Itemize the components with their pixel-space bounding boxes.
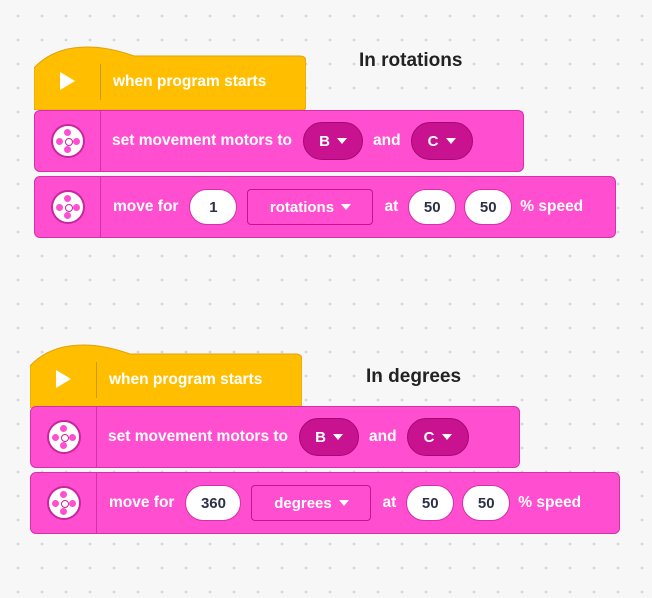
caret-down-icon <box>336 138 347 144</box>
unit-value: degrees <box>274 494 332 512</box>
port-dropdown-2[interactable]: C <box>410 122 473 160</box>
divider <box>100 64 101 100</box>
move-for-block[interactable]: move for 1 rotations at 50 50 % speed <box>34 176 616 238</box>
and-text: and <box>373 132 401 149</box>
unit-value: rotations <box>269 198 335 216</box>
icon-area <box>35 177 101 237</box>
and-text: and <box>369 428 397 445</box>
block-text: move for <box>113 198 179 215</box>
hat-label: when program starts <box>109 371 263 388</box>
program-degrees: In degrees when program starts set movem… <box>30 338 652 598</box>
divider <box>96 362 97 398</box>
motor-icon <box>50 190 85 224</box>
play-icon <box>56 370 71 388</box>
program-rotations: In rotations when program starts set mov… <box>34 40 652 300</box>
play-icon <box>60 72 75 90</box>
unit-dropdown[interactable]: rotations <box>247 189 374 225</box>
caret-down-icon <box>341 204 352 210</box>
speed-right-input[interactable]: 50 <box>464 189 513 225</box>
when-program-starts-block[interactable]: when program starts <box>30 338 302 408</box>
speed-right-input[interactable]: 50 <box>462 485 511 521</box>
unit-dropdown[interactable]: degrees <box>251 485 372 521</box>
icon-area <box>31 473 97 533</box>
port-value: B <box>315 428 326 446</box>
speed-left-input[interactable]: 50 <box>408 189 457 225</box>
motor-icon <box>46 486 81 520</box>
icon-area <box>31 407 97 467</box>
block-text: set movement motors to <box>108 428 289 445</box>
comment-note: In rotations <box>359 50 463 71</box>
speed-text: % speed <box>520 198 584 215</box>
hat-label: when program starts <box>113 73 267 90</box>
port-value: B <box>319 132 330 150</box>
move-for-block[interactable]: move for 360 degrees at 50 50 % speed <box>30 472 620 534</box>
caret-down-icon <box>332 434 343 440</box>
port-dropdown-2[interactable]: C <box>406 418 469 456</box>
icon-area <box>35 111 101 171</box>
comment-note: In degrees <box>366 366 462 387</box>
port-dropdown-1[interactable]: B <box>303 122 364 160</box>
set-movement-motors-block[interactable]: set movement motors to B and C <box>34 110 524 172</box>
port-value: C <box>427 132 439 150</box>
block-text: move for <box>109 494 175 511</box>
amount-input[interactable]: 1 <box>189 189 238 225</box>
motor-icon <box>46 420 81 454</box>
caret-down-icon <box>445 138 456 144</box>
speed-text: % speed <box>518 494 582 511</box>
port-value: C <box>423 428 435 446</box>
when-program-starts-block[interactable]: when program starts <box>34 40 306 110</box>
set-movement-motors-block[interactable]: set movement motors to B and C <box>30 406 520 468</box>
hat-block-shape <box>34 46 306 110</box>
at-text: at <box>384 198 399 215</box>
motor-icon <box>50 124 85 158</box>
caret-down-icon <box>338 500 349 506</box>
amount-input[interactable]: 360 <box>185 485 242 521</box>
speed-left-input[interactable]: 50 <box>406 485 455 521</box>
at-text: at <box>382 494 397 511</box>
port-dropdown-1[interactable]: B <box>299 418 360 456</box>
caret-down-icon <box>441 434 452 440</box>
block-text: set movement motors to <box>112 132 293 149</box>
